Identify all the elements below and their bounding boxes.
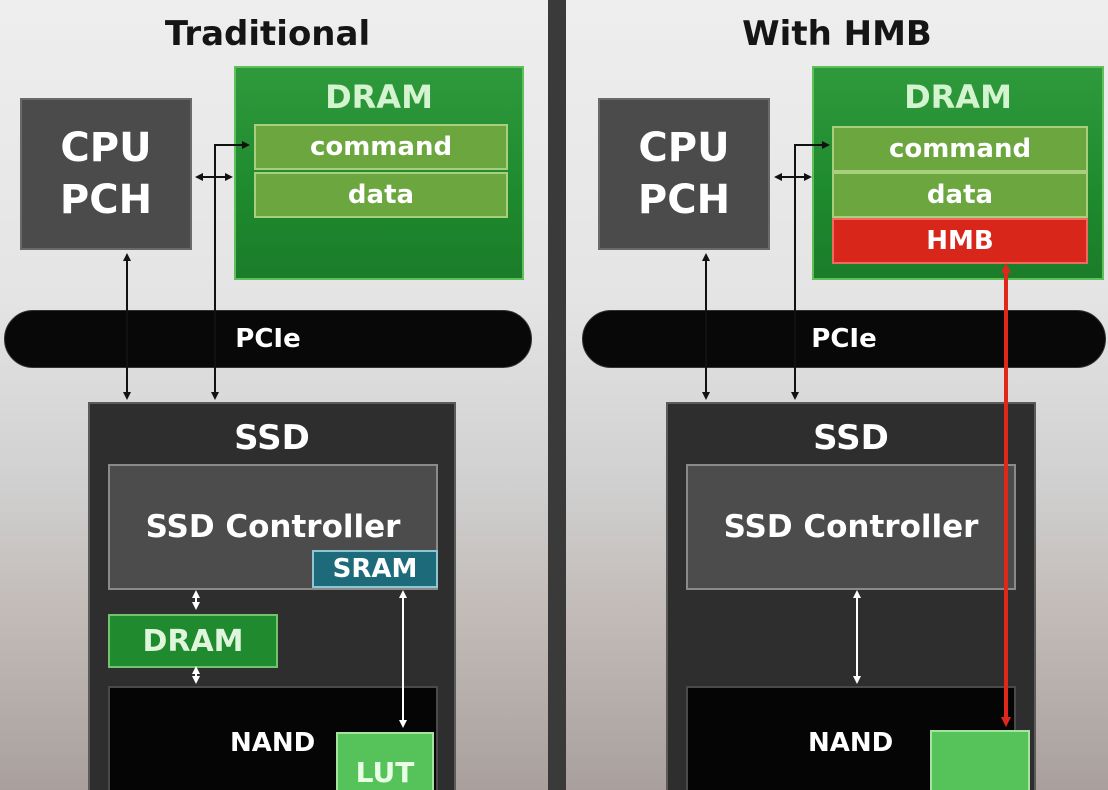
nand-label: NAND (230, 728, 316, 758)
host-dram-box: DRAM command data HMB (812, 66, 1104, 280)
ssd-dram-block: DRAM (108, 614, 278, 668)
ssd-box: SSD SSD Controller SRAM DRAM NAND LUT (88, 402, 456, 790)
host-dram-title: DRAM (325, 78, 433, 116)
traditional-panel: Traditional CPU PCH DRAM command data PC… (0, 0, 548, 790)
data-slot: data (254, 172, 508, 218)
traditional-title: Traditional (164, 14, 371, 54)
hmb-title: With HMB (742, 14, 932, 54)
command-slot: command (832, 126, 1088, 172)
hmb-panel: With HMB CPU PCH DRAM command data HMB P… (566, 0, 1108, 790)
ssd-controller-box: SSD Controller (686, 464, 1016, 590)
ssd-title: SSD (234, 418, 310, 458)
host-dram-title: DRAM (904, 78, 1012, 116)
lut-block: LUT (336, 732, 434, 790)
ssd-box: SSD SSD Controller NAND (666, 402, 1036, 790)
panel-divider (548, 0, 566, 790)
hmb-slot: HMB (832, 218, 1088, 264)
ssd-controller-box: SSD Controller (108, 464, 438, 590)
command-slot: command (254, 124, 508, 170)
data-slot: data (832, 172, 1088, 218)
lut-block (930, 730, 1030, 790)
nand-label: NAND (808, 728, 894, 758)
host-dram-box: DRAM command data (234, 66, 524, 280)
pch-label: PCH (637, 177, 731, 223)
cpu-pch-box: CPU PCH (20, 98, 192, 250)
nand-box: NAND LUT (108, 686, 438, 790)
cpu-pch-box: CPU PCH (598, 98, 770, 250)
sram-block: SRAM (312, 550, 438, 588)
pcie-bus: PCIe (582, 310, 1106, 368)
cpu-label: CPU (638, 125, 730, 171)
pch-label: PCH (59, 177, 153, 223)
cpu-label: CPU (60, 125, 152, 171)
pcie-bus: PCIe (4, 310, 532, 368)
nand-box: NAND (686, 686, 1030, 790)
ssd-title: SSD (813, 418, 889, 458)
